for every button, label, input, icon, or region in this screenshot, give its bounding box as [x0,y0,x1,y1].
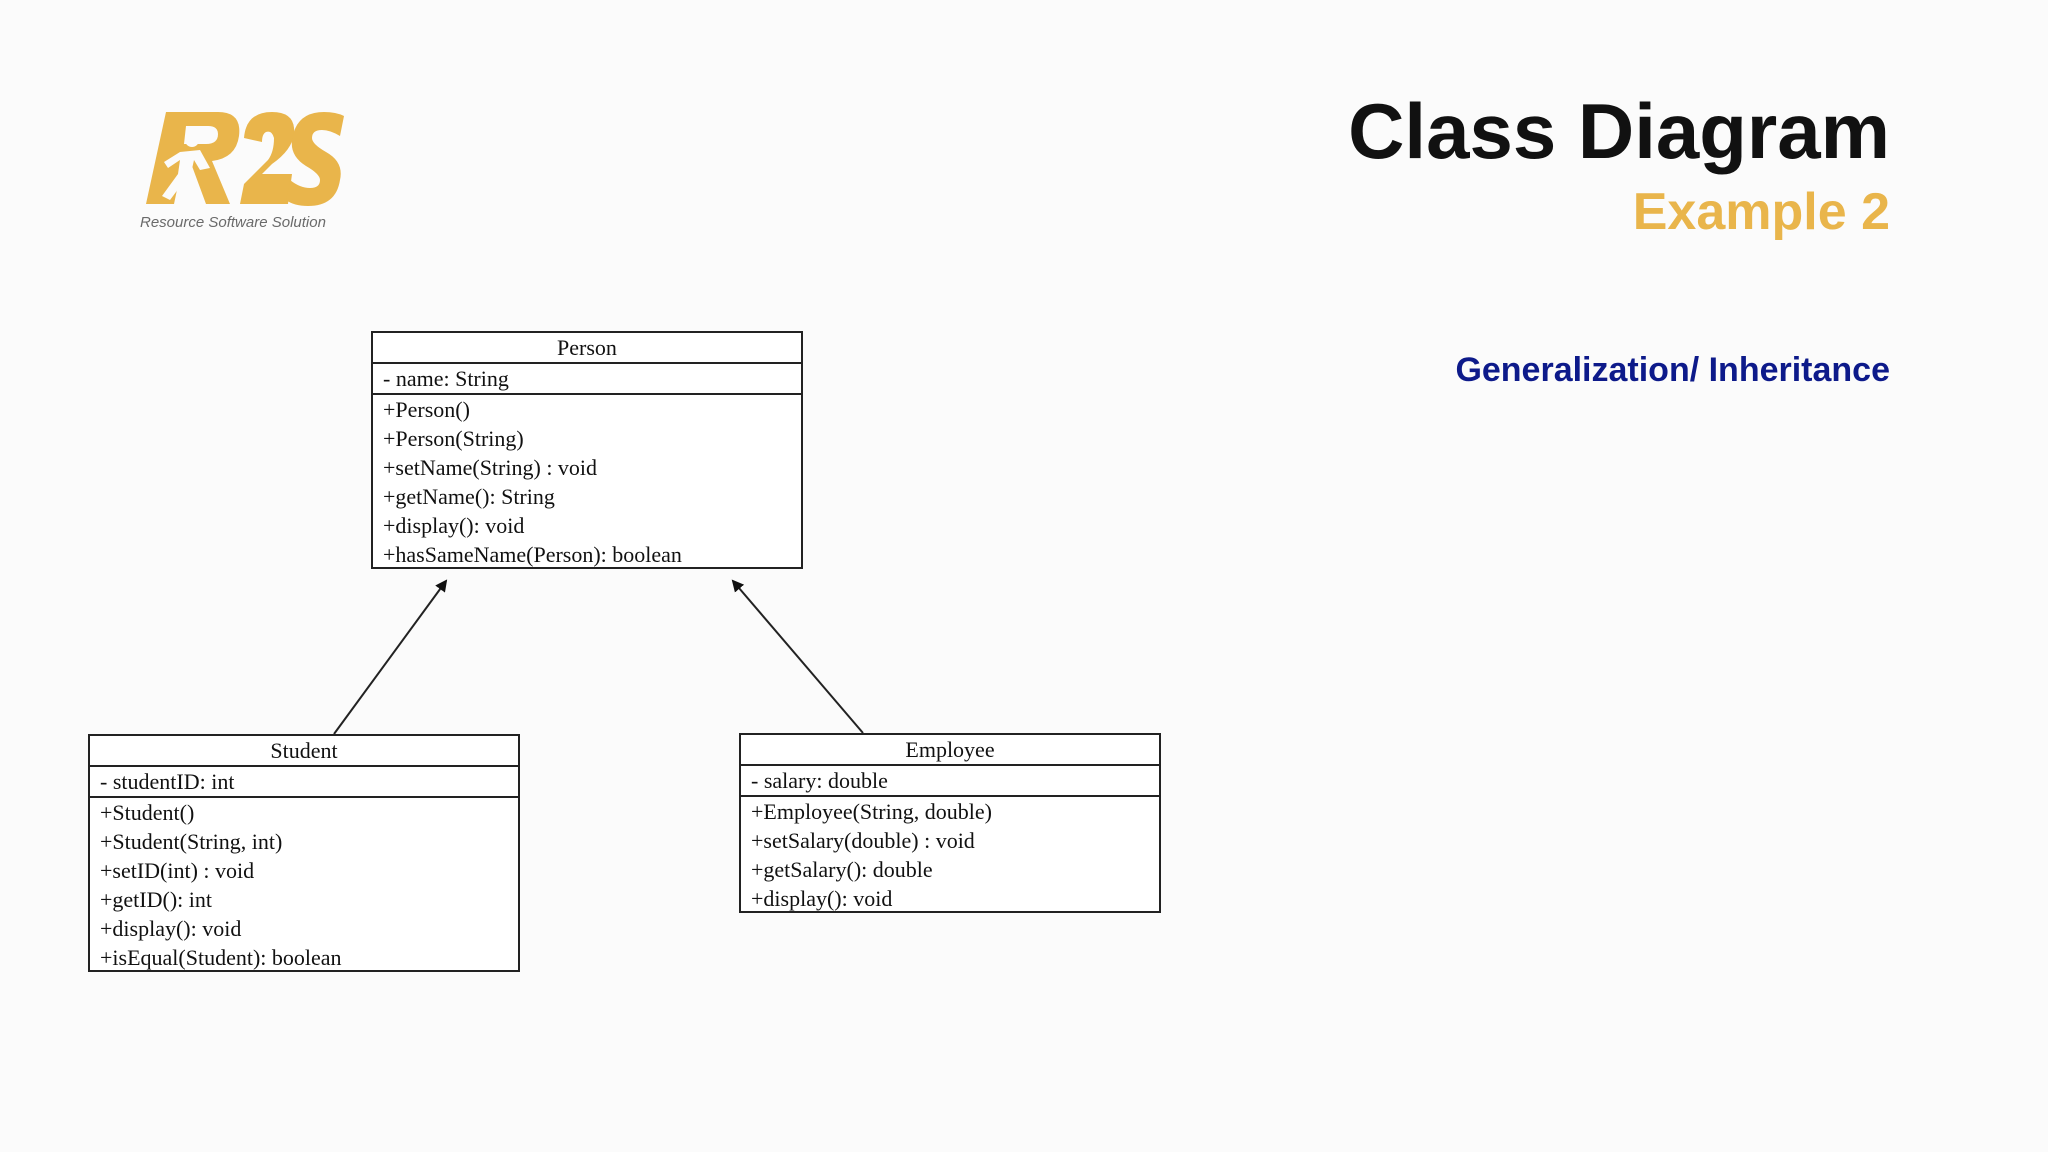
page-subtitle: Example 2 [1632,183,1890,241]
operation-row: +setName(String) : void [383,455,598,480]
class-name: Person [373,333,801,364]
employee-to-person-arrow [731,579,864,734]
class-name: Employee [741,735,1159,766]
class-operations: +Employee(String, double) +setSalary(dou… [741,797,1159,913]
student-to-person-arrow [333,579,448,735]
attribute-row: - name: String [383,366,509,391]
section-label: Generalization/ Inheritance [1455,351,1890,389]
operation-row: +getID(): int [100,887,212,912]
class-person: Person - name: String +Person() +Person(… [371,331,803,569]
class-employee: Employee - salary: double +Employee(Stri… [739,733,1161,913]
r2s-logo-mark [146,112,344,206]
attribute-row: - studentID: int [100,769,235,794]
attribute-row: - salary: double [751,768,888,793]
operation-row: +Student(String, int) [100,829,283,854]
operation-row: +display(): void [100,916,242,941]
operation-row: +getSalary(): double [751,857,933,882]
class-operations: +Person() +Person(String) +setName(Strin… [373,395,801,569]
operation-row: +display(): void [383,513,525,538]
page-title: Class Diagram [1348,87,1890,175]
operation-row: +Person(String) [383,426,524,451]
operation-row: +setSalary(double) : void [751,828,975,853]
operation-row: +display(): void [751,886,893,911]
operation-row: +Employee(String, double) [751,799,992,824]
operation-row: +setID(int) : void [100,858,255,883]
class-name: Student [90,736,518,767]
class-attributes: - name: String [373,364,801,395]
class-operations: +Student() +Student(String, int) +setID(… [90,798,518,972]
operation-row: +isEqual(Student): boolean [100,945,342,970]
logo-tagline: Resource Software Solution [140,214,326,231]
class-student: Student - studentID: int +Student() +Stu… [88,734,520,972]
r2s-logo: Resource Software Solution [140,108,370,238]
operation-row: +Student() [100,800,195,825]
operation-row: +hasSameName(Person): boolean [383,542,682,567]
class-attributes: - studentID: int [90,767,518,798]
class-attributes: - salary: double [741,766,1159,797]
operation-row: +getName(): String [383,484,555,509]
operation-row: +Person() [383,397,470,422]
